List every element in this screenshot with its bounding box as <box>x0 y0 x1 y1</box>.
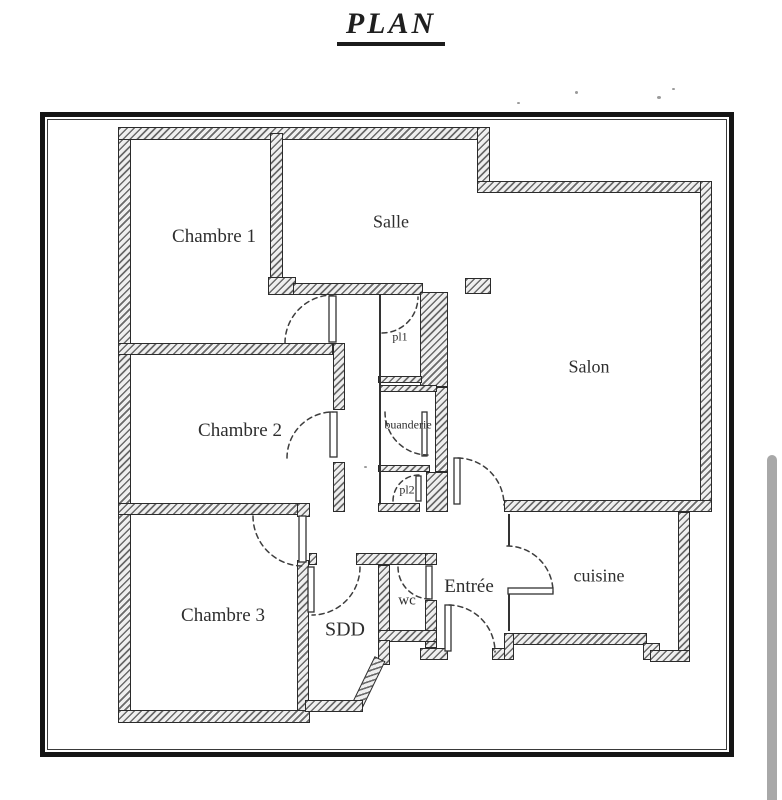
wall <box>477 181 712 193</box>
wall <box>333 462 345 512</box>
wall <box>435 387 448 472</box>
room-label-buanderie: buanderie <box>384 417 432 432</box>
room-label-salon: Salon <box>568 356 610 377</box>
wall <box>678 512 690 658</box>
wall <box>380 385 437 392</box>
room-label-pl1: pl1 <box>392 329 408 344</box>
wall <box>118 343 333 355</box>
scrollbar-thumb[interactable] <box>767 455 777 800</box>
wall <box>378 503 420 512</box>
room-label-pl2: pl2 <box>399 482 415 497</box>
wall <box>118 710 310 723</box>
scan-speck <box>657 96 661 99</box>
wall <box>270 133 283 281</box>
wall <box>309 553 317 565</box>
wall <box>378 465 430 472</box>
wall <box>700 181 712 512</box>
wall <box>650 650 690 662</box>
wall <box>504 633 514 660</box>
room-label-chambre3: Chambre 3 <box>181 605 265 626</box>
plan-title: PLAN <box>336 7 446 46</box>
wall <box>297 503 310 517</box>
room-label-chambre1: Chambre 1 <box>172 226 256 247</box>
wall <box>426 472 448 512</box>
room-label-wc: wc <box>398 592 416 609</box>
wall <box>118 127 490 140</box>
wall <box>378 376 422 383</box>
room-label-entree: Entrée <box>444 576 494 597</box>
wall <box>477 127 490 189</box>
wall <box>293 283 423 295</box>
wall <box>420 292 448 387</box>
scan-speck <box>672 88 675 90</box>
wall <box>378 630 437 642</box>
wall <box>305 700 363 712</box>
wall <box>510 633 647 645</box>
room-label-chambre2: Chambre 2 <box>198 420 282 441</box>
room-label-sdd: SDD <box>324 618 366 641</box>
wall <box>425 553 437 565</box>
wall <box>504 500 712 512</box>
wall <box>420 648 448 660</box>
scan-speck <box>575 91 578 94</box>
wall <box>118 503 310 515</box>
wall <box>297 560 309 712</box>
plan-border <box>40 112 734 757</box>
room-label-salle: Salle <box>373 211 409 232</box>
plan-title-row: PLAN <box>0 7 782 46</box>
wall <box>465 278 491 294</box>
wall <box>268 277 296 295</box>
scan-speck <box>364 466 367 468</box>
room-label-cuisine: cuisine <box>573 565 625 586</box>
wall <box>333 343 345 410</box>
scan-speck <box>517 102 520 104</box>
wall <box>118 127 131 722</box>
